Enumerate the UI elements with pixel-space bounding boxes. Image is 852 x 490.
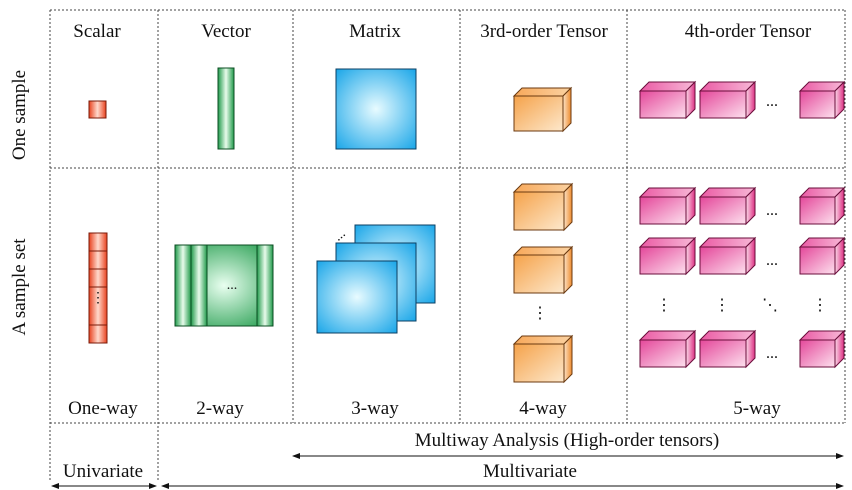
tensor4-grid [638,186,846,369]
footer-3-way: 3-way [351,398,399,419]
tensor3-stack [512,182,574,384]
scalar-cell [88,100,107,119]
footer-2-way: 2-way [196,398,244,419]
header-scalar: Scalar [73,21,121,42]
scalar-stack [88,232,108,344]
matrix-stack-ellipsis: ... [331,226,349,244]
tensor3-cube-single [512,86,573,133]
tensor3-stack-vdots: ⋮ [532,305,548,322]
tensor4-one-sample-row [638,80,846,120]
row-label-one-sample: One sample [9,70,30,160]
tensor4-vdots-col1: ⋮ [656,297,672,314]
ellipsis-one-sample-tensor4: ... [766,93,778,110]
univariate-label: Univariate [63,461,143,482]
vector-bar [217,67,235,150]
tensor4-vdots-col2: ⋮ [714,297,730,314]
tensor4-ellipsis-row3: ... [766,345,778,362]
footer-4-way: 4-way [519,398,567,419]
matrix-stack [316,224,436,334]
vector-set [174,244,274,327]
grid-lines [49,9,846,482]
footer-one-way: One-way [68,398,138,419]
row-label-sample-set: A sample set [9,238,30,336]
header-vector: Vector [201,21,251,42]
vector-set-ellipsis: ... [227,278,238,293]
header-matrix: Matrix [349,21,401,42]
scalar-stack-vdots: ⋮ [91,291,105,306]
multivariate-label: Multivariate [483,461,577,482]
footer-5-way: 5-way [733,398,781,419]
tensor4-ddots: ⋱ [762,297,778,314]
tensor4-vdots-col4: ⋮ [812,297,828,314]
tensor4-ellipsis-row1: ... [766,202,778,219]
multiway-analysis-label: Multiway Analysis (High-order tensors) [415,430,719,451]
tensor4-ellipsis-row2: ... [766,252,778,269]
header-3rd-order-tensor: 3rd-order Tensor [480,21,608,42]
matrix-square [335,68,417,150]
header-4th-order-tensor: 4th-order Tensor [685,21,812,42]
